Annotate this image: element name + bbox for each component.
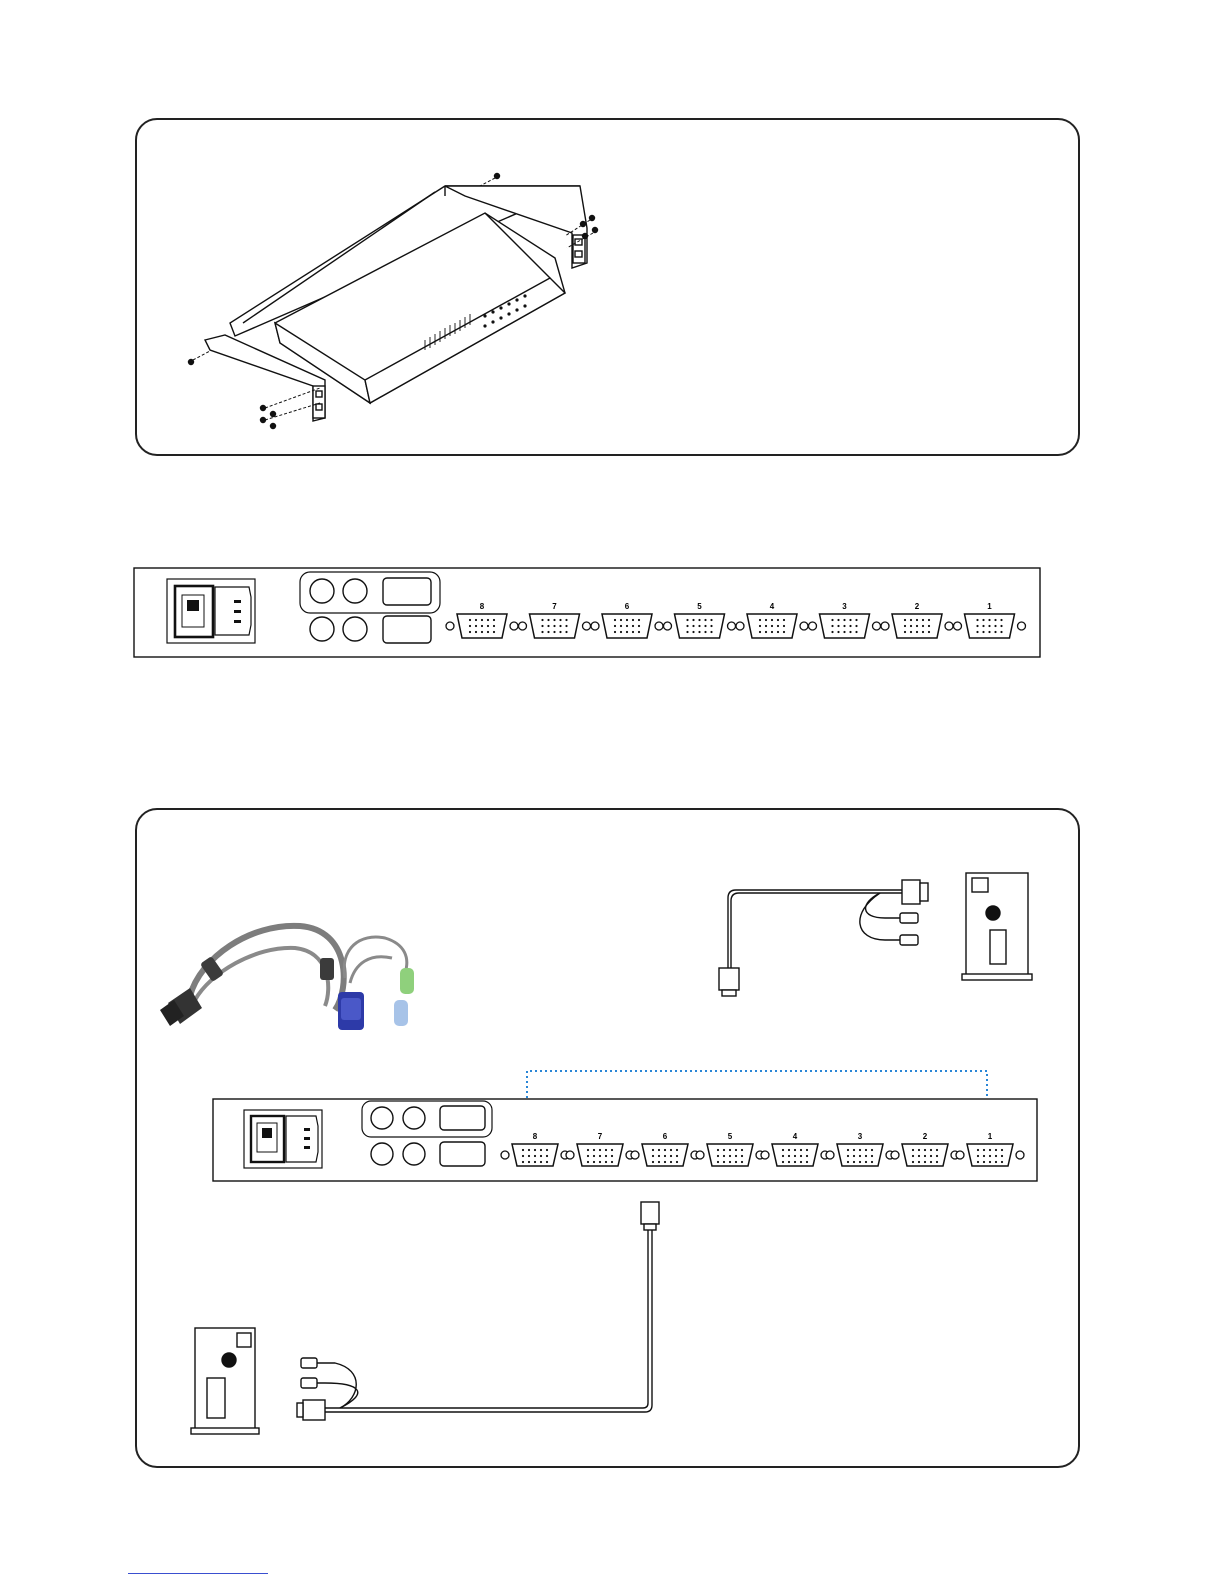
port-label-5: 5 (728, 1132, 733, 1141)
port-label-2: 2 (915, 602, 920, 611)
port-label-6: 6 (625, 602, 630, 611)
port-label-5: 5 (697, 602, 702, 611)
port-label-8: 8 (480, 602, 485, 611)
server-cable-bottom (185, 1198, 665, 1443)
power-inlet (167, 579, 255, 643)
kvm-cable-photo (160, 918, 440, 1033)
vga-monitor-port (383, 578, 431, 605)
port-label-6: 6 (663, 1132, 668, 1141)
server-cable-top (710, 868, 1050, 998)
port-label-8: 8 (533, 1132, 538, 1141)
port-label-7: 7 (552, 602, 557, 611)
computer-top-right (962, 873, 1032, 980)
port-label-4: 4 (793, 1132, 798, 1141)
ps2-connector-purple (394, 1000, 408, 1026)
port-label-3: 3 (842, 602, 847, 611)
rear-panel: 8 7 6 5 4 3 2 1 (133, 567, 1041, 658)
port-label-4: 4 (770, 602, 775, 611)
computer-bottom-left (191, 1328, 259, 1434)
footer-link-underline (128, 1573, 268, 1574)
ps2-keyboard-port (310, 579, 334, 603)
port-highlight-bracket (520, 1065, 994, 1100)
rack-mount-illustration (135, 118, 1080, 456)
rear-panel-connection: 8 7 6 5 4 3 2 1 (212, 1098, 1038, 1182)
port-label-3: 3 (858, 1132, 863, 1141)
ps2-connector-green (400, 968, 414, 994)
port-label-1: 1 (987, 602, 992, 611)
port-label-2: 2 (923, 1132, 928, 1141)
ps2-mouse-port (343, 579, 367, 603)
port-label-7: 7 (598, 1132, 603, 1141)
port-label-1: 1 (988, 1132, 993, 1141)
